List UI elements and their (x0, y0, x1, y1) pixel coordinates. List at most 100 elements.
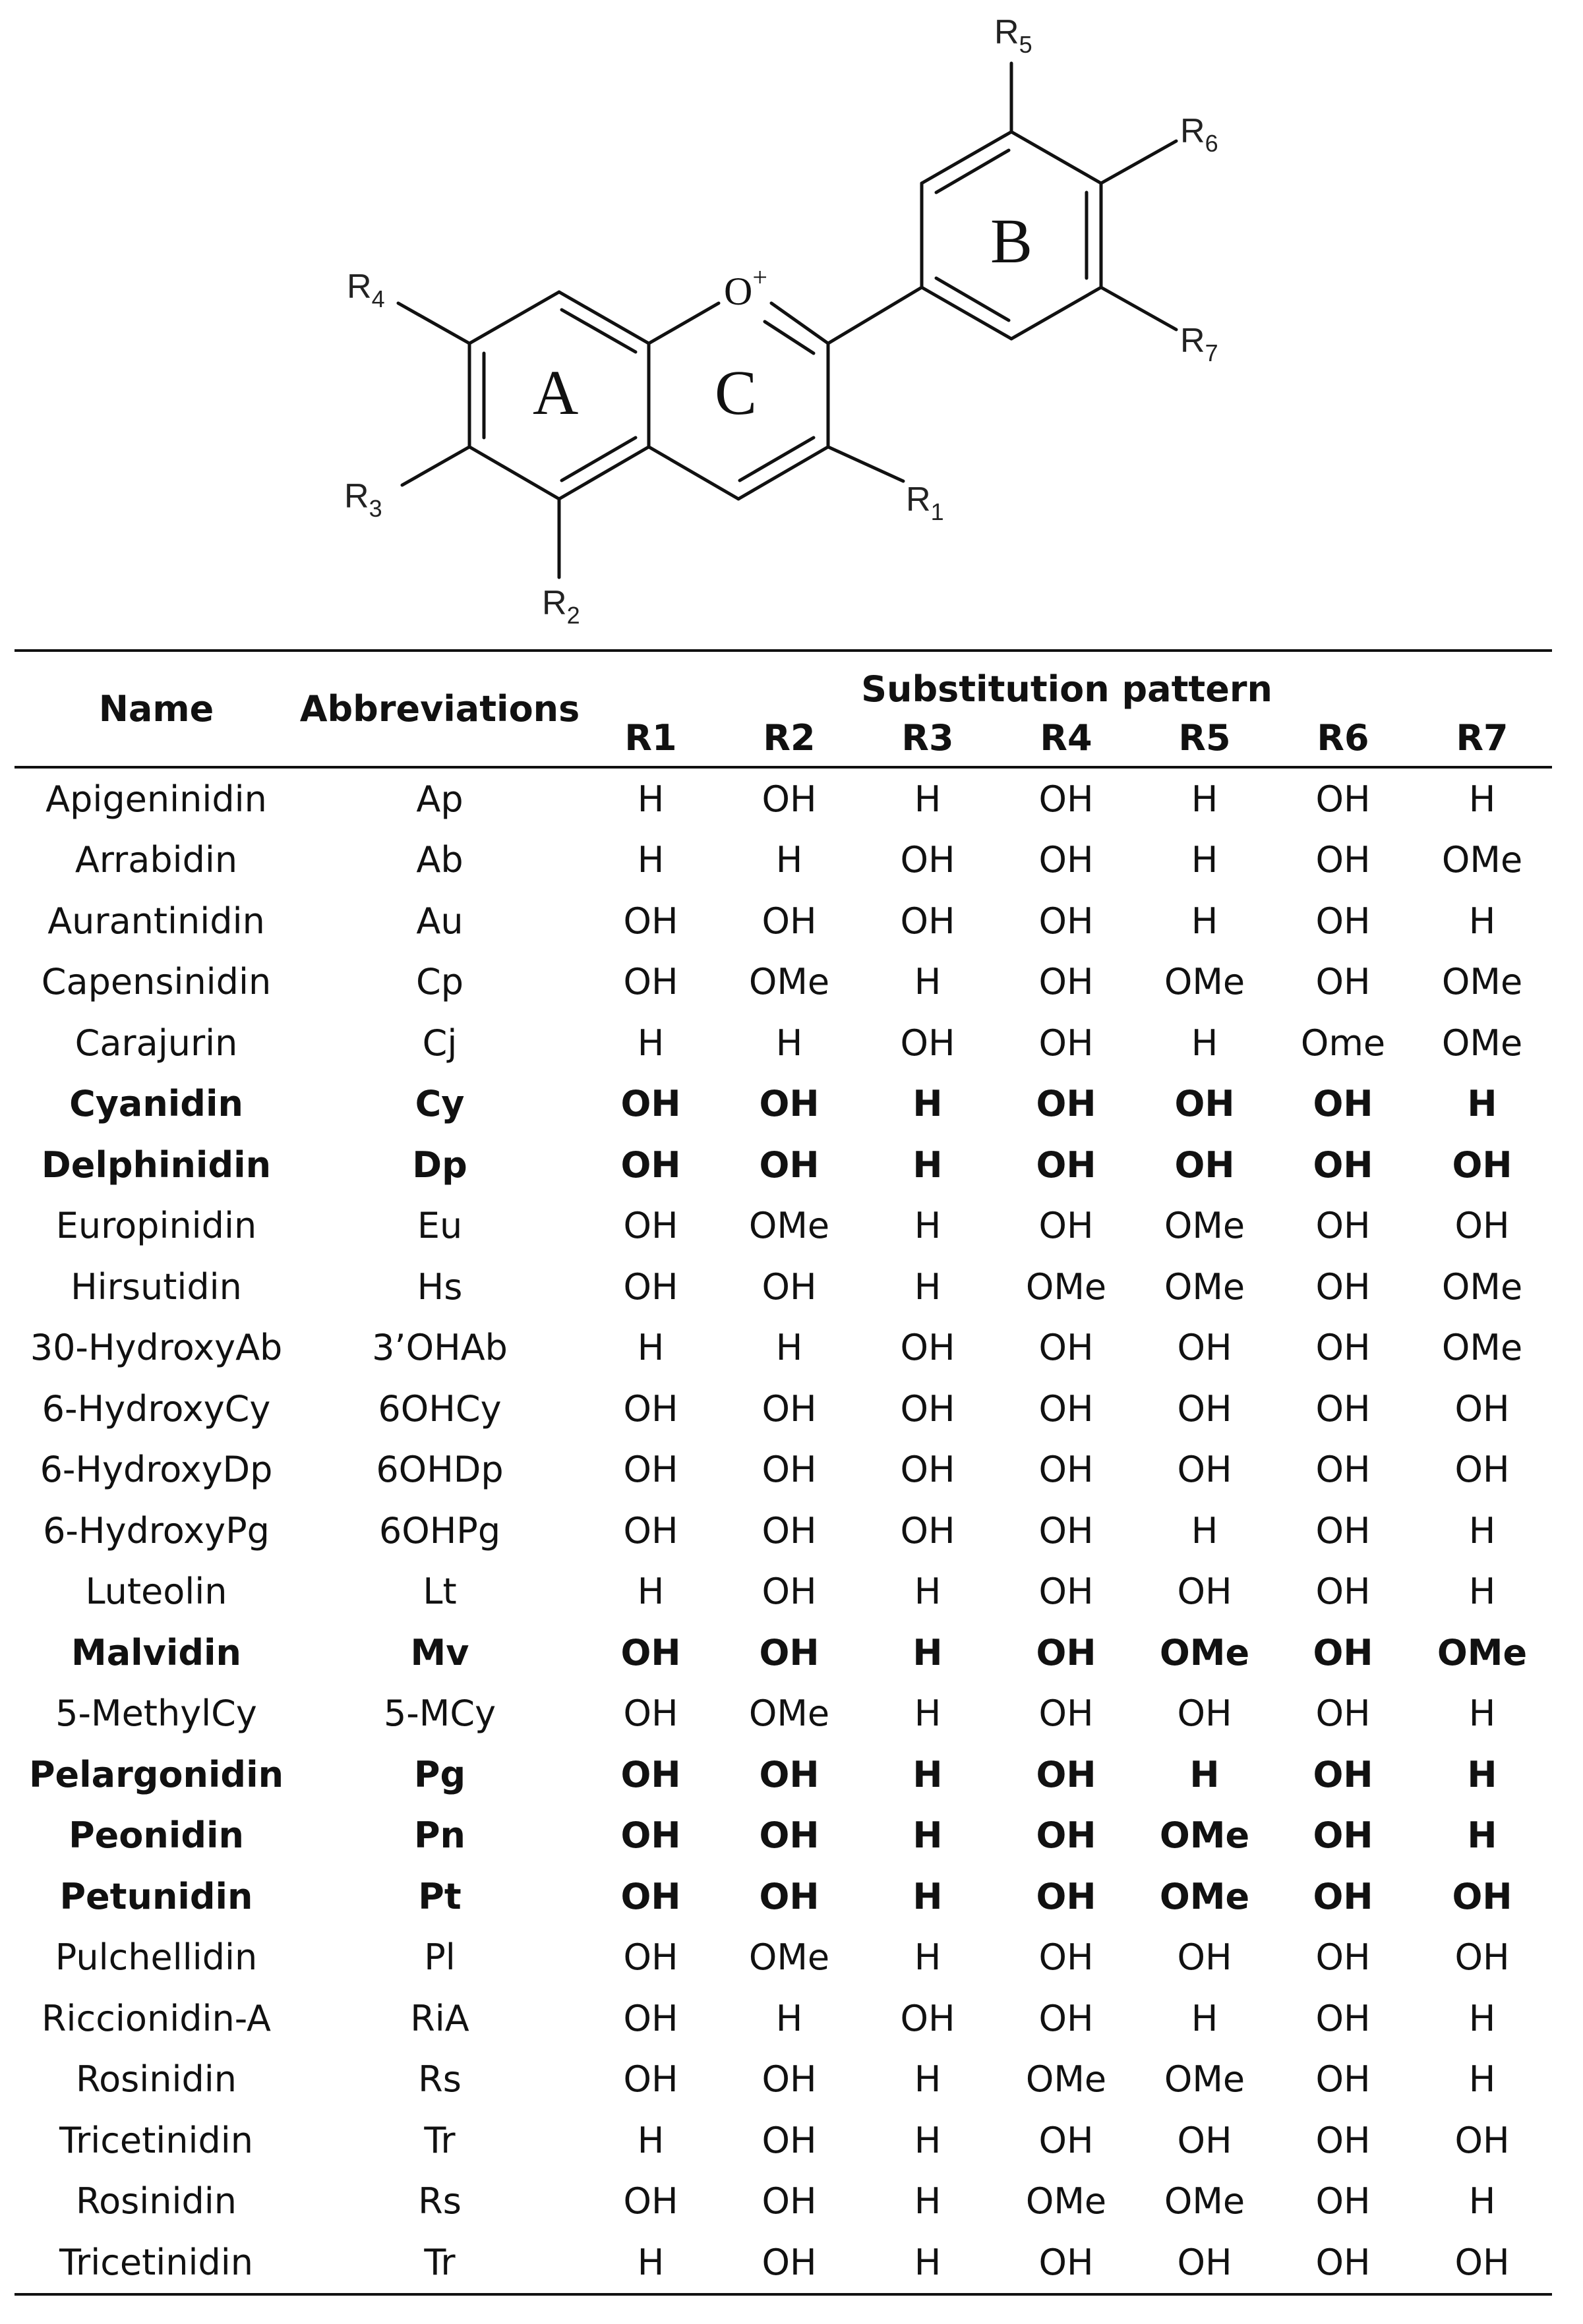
oxygen-atom: O+ (724, 262, 767, 313)
cell-r3: H (912, 1753, 943, 1795)
cell-r1: OH (623, 1997, 678, 2039)
cell-name: 6-HydroxyPg (43, 1509, 270, 1552)
r1-label: R1 (906, 480, 944, 525)
cell-r5: OMe (1159, 1815, 1250, 1857)
cell-r4: OMe (1025, 1265, 1107, 1308)
cell-r6: OH (1315, 1571, 1371, 1613)
cell-name: Carajurin (75, 1022, 238, 1064)
cell-abbreviation: Lt (423, 1571, 457, 1613)
cell-abbreviation: Eu (417, 1205, 463, 1247)
cell-name: Cyanidin (69, 1083, 243, 1125)
cell-name: Tricetinidin (59, 2241, 254, 2283)
cell-r1: OH (623, 1205, 678, 1247)
cell-r4: OH (1038, 2241, 1094, 2283)
cell-r5: H (1191, 778, 1218, 820)
cell-r1: OH (620, 1631, 681, 1673)
cell-abbreviation: Rs (418, 2058, 462, 2101)
cell-abbreviation: Pn (413, 1815, 466, 1857)
cell-r5: H (1189, 1753, 1220, 1795)
cell-r3: OH (900, 1997, 955, 2039)
cell-r4: OMe (1025, 2058, 1107, 2101)
cell-r5: H (1191, 900, 1218, 942)
cell-r5: H (1191, 1022, 1218, 1064)
cell-r2: OH (762, 2119, 817, 2161)
header-r4: R4 (1040, 717, 1092, 759)
cell-r7: OMe (1441, 961, 1523, 1003)
cell-name: Petunidin (59, 1875, 253, 1917)
cell-r7: OH (1454, 2241, 1510, 2283)
cell-r4: OH (1038, 1205, 1094, 1247)
cell-abbreviation: Pl (424, 1936, 456, 1979)
cell-abbreviation: Rs (418, 2180, 462, 2222)
cell-r2: OH (762, 2241, 817, 2283)
cell-r5: H (1191, 839, 1218, 881)
cell-r2: OH (759, 1631, 820, 1673)
cell-r2: OH (762, 1265, 817, 1308)
anthocyanidin-substitution-table: Name Abbreviations Substitution pattern … (15, 649, 1553, 2296)
cell-name: Pelargonidin (28, 1753, 284, 1795)
cell-r2: OH (762, 1387, 817, 1430)
cell-r3: H (914, 961, 941, 1003)
cell-r6: OH (1313, 1815, 1373, 1857)
cell-r4: OH (1038, 839, 1094, 881)
cell-r1: H (637, 1327, 665, 1369)
cell-name: Hirsutidin (71, 1265, 242, 1308)
cell-r2: OMe (748, 1693, 830, 1735)
cell-r1: OH (623, 961, 678, 1003)
r2-label: R2 (542, 584, 580, 629)
cell-r3: H (914, 1205, 941, 1247)
cell-abbreviation: Mv (410, 1631, 469, 1673)
cell-r5: OH (1177, 2119, 1232, 2161)
cell-r1: OH (620, 1083, 681, 1125)
cell-r2: OH (759, 1083, 820, 1125)
cell-r4: OH (1038, 1936, 1094, 1979)
cell-r4: OH (1038, 900, 1094, 942)
cell-r6: OH (1315, 1387, 1371, 1430)
cell-r7: OMe (1441, 1327, 1523, 1369)
cell-r6: OH (1315, 1205, 1371, 1247)
cell-r3: OH (900, 1327, 955, 1369)
cell-r5: OMe (1159, 1631, 1250, 1673)
cell-r7: OH (1454, 1205, 1510, 1247)
cell-r5: OMe (1164, 961, 1245, 1003)
cell-r5: H (1191, 1997, 1218, 2039)
cell-r6: OH (1315, 2241, 1371, 2283)
cell-r3: OH (900, 1509, 955, 1552)
cell-r2: H (775, 1997, 803, 2039)
cell-r6: OH (1315, 1509, 1371, 1552)
cell-r5: OH (1177, 1936, 1232, 1979)
cell-r6: OH (1315, 900, 1371, 942)
cell-r7: H (1468, 1571, 1496, 1613)
cell-r7: H (1468, 2180, 1496, 2222)
cell-name: Rosinidin (75, 2180, 237, 2222)
cell-r4: OH (1038, 1449, 1094, 1491)
cell-r7: OH (1454, 1936, 1510, 1979)
cell-r7: H (1467, 1083, 1497, 1125)
cell-r4: OH (1038, 2119, 1094, 2161)
cell-r5: OH (1174, 1083, 1235, 1125)
header-abbreviations: Abbreviations (298, 651, 582, 769)
cell-r5: OMe (1164, 1205, 1245, 1247)
cell-r6: OH (1315, 778, 1371, 820)
cell-name: Tricetinidin (59, 2119, 254, 2161)
cell-r6: OH (1313, 1875, 1373, 1917)
cell-r7: H (1468, 900, 1496, 942)
cell-r3: H (912, 1083, 943, 1125)
cell-r2: H (775, 1022, 803, 1064)
cell-r6: OH (1313, 1631, 1373, 1673)
cell-abbreviation: Ap (416, 778, 463, 820)
